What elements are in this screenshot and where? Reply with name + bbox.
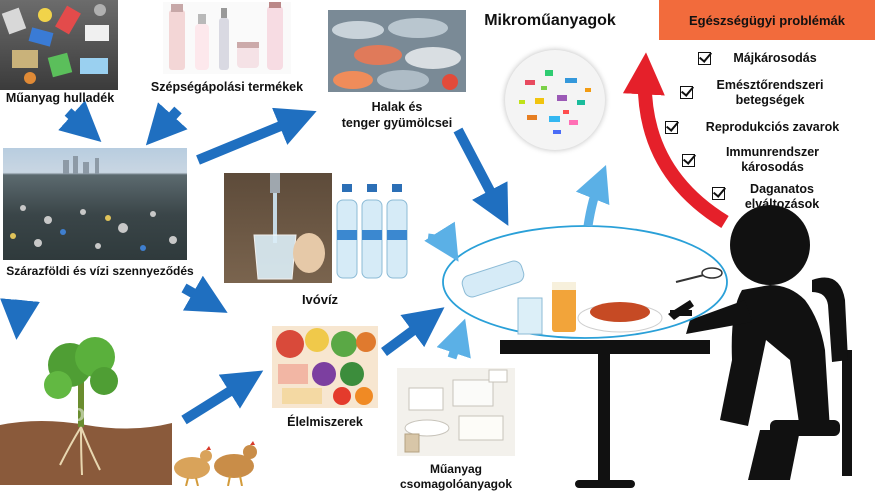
checkbox-icon	[682, 154, 695, 167]
plant-drawing	[0, 337, 172, 485]
label-plastic-waste: Műanyag hulladék	[5, 91, 115, 105]
flow-arrows	[0, 100, 509, 425]
meal-ellipse	[442, 225, 728, 339]
checkbox-icon	[680, 86, 693, 99]
food-image	[272, 326, 378, 408]
pollution-image	[3, 148, 187, 260]
checkbox-icon	[698, 52, 711, 65]
chickens-drawing	[174, 441, 257, 486]
label-microplastics: Mikroműanyagok	[484, 12, 616, 29]
microplastics-drawing	[519, 70, 591, 134]
checkbox-icon	[712, 187, 725, 200]
packaging-drawing	[404, 369, 508, 453]
plastic-waste-drawing	[1, 4, 109, 84]
health-title: Egészségügyi problémák	[688, 12, 846, 28]
health-item-tumor: Daganatos elváltozások	[744, 182, 820, 211]
bottles-drawing	[336, 184, 408, 279]
plastic-waste-image	[0, 0, 118, 90]
groceries-drawing	[276, 328, 376, 405]
health-item-digestive: Emésztőrendszeri betegségek	[716, 78, 824, 107]
glass-drawing	[253, 173, 325, 280]
red-arrow	[622, 52, 729, 228]
cosmetics-drawing	[169, 2, 283, 70]
label-food: Élelmiszerek	[287, 415, 363, 429]
meal-items	[461, 260, 723, 335]
cosmetics-image	[163, 2, 291, 74]
watermark: iStock	[40, 400, 113, 427]
health-item-immune: Immunrendszer károsodás	[725, 145, 820, 174]
label-cosmetics: Szépségápolási termékek	[150, 80, 304, 94]
seafood-image	[328, 10, 466, 92]
label-seafood: Halak és tenger gyümölcsei	[341, 100, 453, 130]
health-header: Egészségügyi problémák	[659, 0, 875, 40]
label-packaging: Műanyag csomagolóanyagok	[399, 462, 513, 491]
plant-soil-image	[0, 335, 172, 485]
person-silhouette	[668, 205, 852, 480]
microplastics-sphere-image	[505, 50, 605, 150]
water-bottles-image	[333, 180, 413, 280]
seafood-drawing	[332, 18, 461, 90]
table	[500, 340, 710, 488]
drinking-water-glass-image	[224, 173, 332, 283]
pollution-drawing	[10, 156, 177, 251]
light-arrows	[424, 164, 610, 360]
health-item-reproductive: Reprodukciós zavarok	[705, 120, 840, 134]
packaging-image	[397, 368, 515, 456]
label-pollution: Szárazföldi és vízi szennyeződés	[6, 264, 194, 278]
chickens-image	[170, 438, 262, 486]
checkbox-icon	[665, 121, 678, 134]
health-item-liver: Májkárosodás	[733, 51, 817, 65]
label-drinking-water: Ivóvíz	[301, 292, 339, 307]
